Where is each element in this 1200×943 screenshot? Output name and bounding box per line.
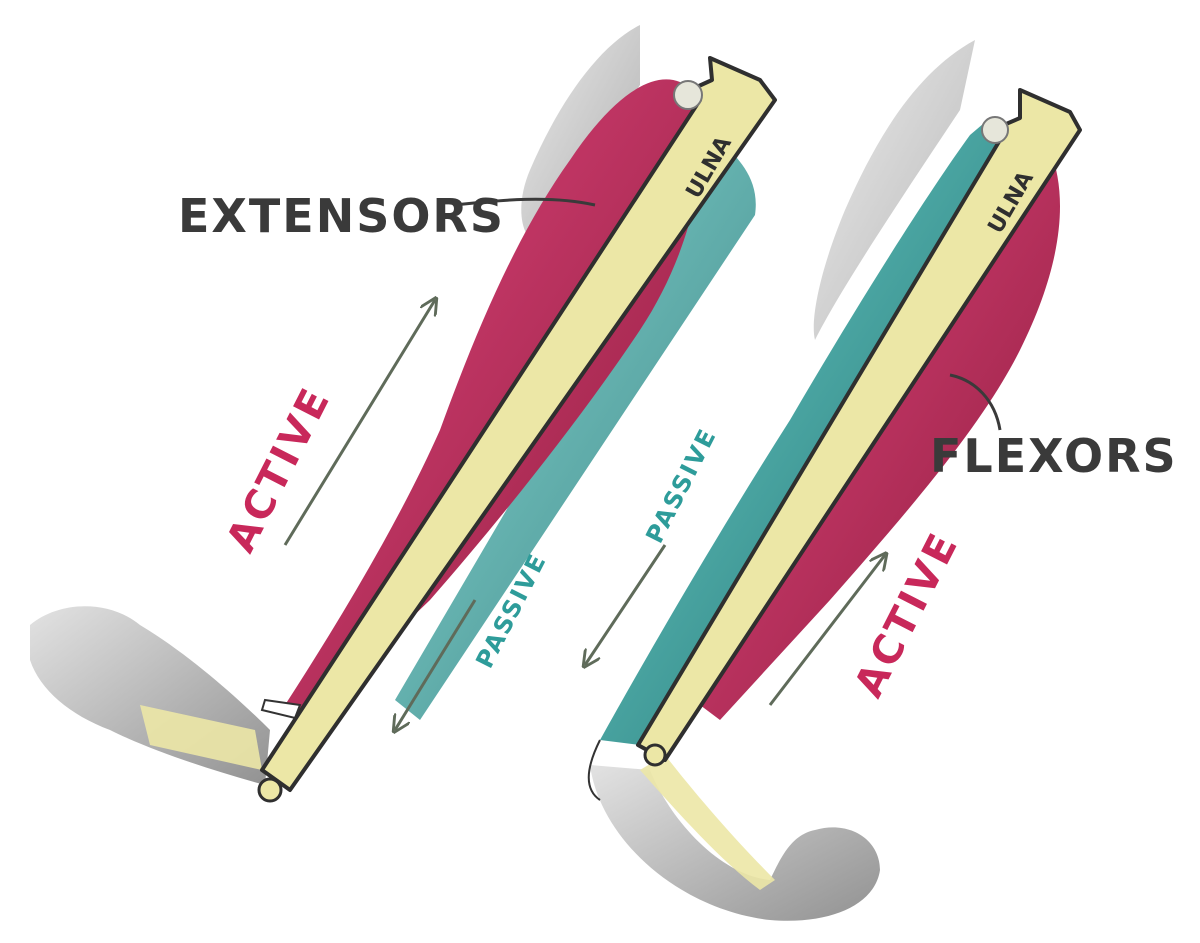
flexors-label: FLEXORS [930,429,1178,483]
right-ulna-bone [636,88,1082,762]
left-hand-bone [140,705,262,770]
left-olecranon [673,80,703,110]
right-passive-label: PASSIVE [640,423,722,547]
right-passive-arrow [585,544,667,665]
flexors-leader-line [949,373,1002,431]
left-active-arrow [283,300,435,546]
right-extensor-tendon [587,739,601,801]
right-olecranon [981,116,1009,144]
right-active-arrow [768,555,885,706]
right-arm-figure: ULNA FLEXORS ACTIVE PASSIVE [585,40,1178,921]
left-wrist-joint [257,777,283,803]
right-wrist-joint [643,743,667,767]
extensors-label: EXTENSORS [178,189,505,243]
left-active-label: ACTIVE [218,379,340,559]
right-forearm-lower [590,765,880,921]
right-hand-bone [640,755,775,890]
left-passive-arrow [395,599,477,730]
extensors-leader-line [454,197,596,207]
right-extensor-muscle-passive [600,118,1000,745]
left-extensor-muscle-active [285,79,701,721]
left-ulna-bone [260,56,777,792]
right-upper-muscle-shading [813,40,975,340]
